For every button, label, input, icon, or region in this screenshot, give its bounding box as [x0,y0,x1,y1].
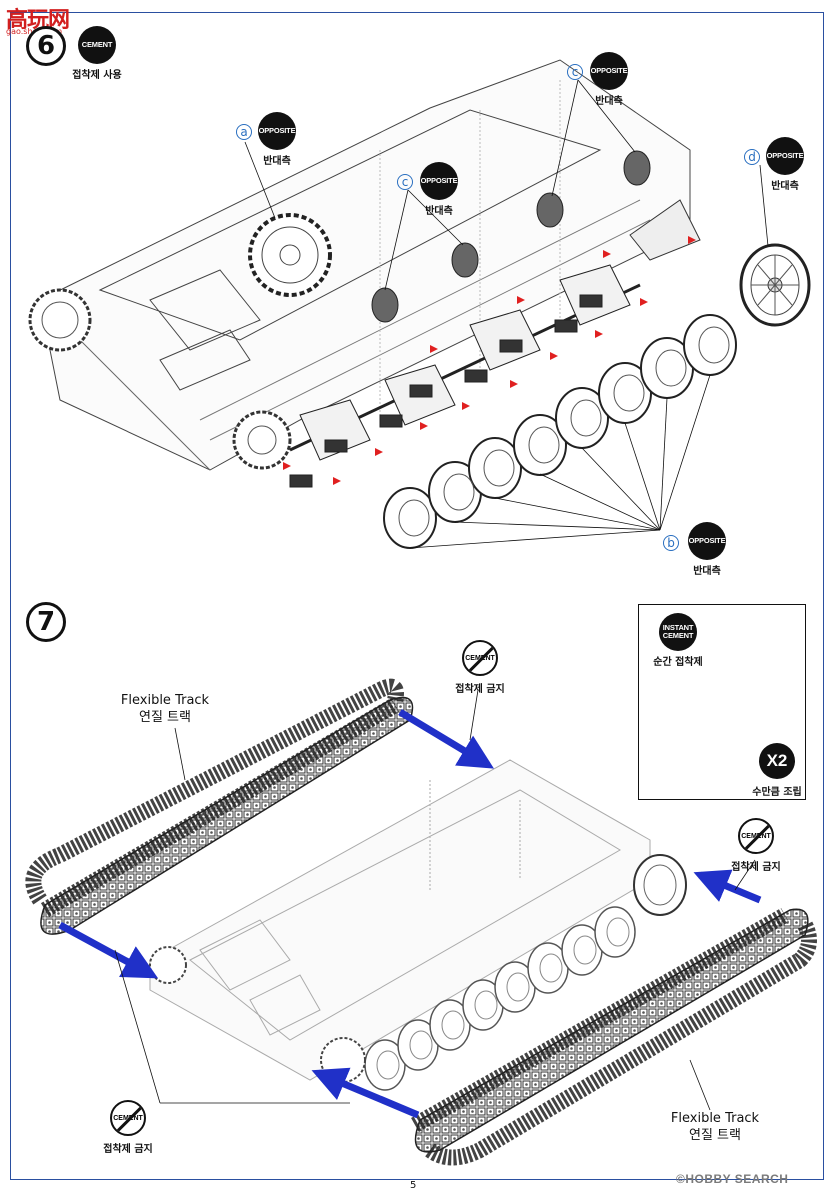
callout-letter-d: d [744,149,760,165]
flexible-track-left [25,678,414,935]
suspension-bogies [289,264,631,488]
instant-cement-caption: 순간 접착제 [653,657,703,668]
flexible-track-right [411,908,817,1166]
callout-letter-c-2: c [567,64,583,80]
track-assembly-detail-box: INSTANT CEMENT 순간 접착제 X2 수만큼 조립 [638,604,806,800]
opposite-badge-c-1: OPPOSITE [420,162,458,200]
opposite-badge-d: OPPOSITE [766,137,804,175]
idler-arm [629,199,701,261]
opposite-badge-a: OPPOSITE [258,112,296,150]
opposite-caption-b: 반대측 [693,566,721,577]
opposite-badge-c-2: OPPOSITE [590,52,628,90]
page-number: 5 [410,1180,417,1191]
flexible-track-left-label: Flexible Track 연질 트랙 [121,692,209,726]
attachment-markers [283,236,696,485]
idler-wheel-d [739,243,811,327]
no-cement-badge-right: CEMENT [738,818,774,854]
step7-road-wheels [149,854,687,1091]
flexible-track-right-label: Flexible Track 연질 트랙 [671,1110,759,1144]
flexible-track-right-line2: 연질 트랙 [689,1128,741,1143]
multiplier-badge: X2 [759,743,795,779]
leader-lines-step6 [244,79,769,549]
callout-letter-b: b [663,535,679,551]
no-cement-caption-bottom: 접착제 금지 [103,1144,153,1155]
no-cement-badge-top: CEMENT [462,640,498,676]
instant-cement-line2: CEMENT [662,631,694,640]
opposite-caption-d: 반대측 [771,181,799,192]
leader-lines-step7 [114,689,756,1111]
flexible-track-right-line1: Flexible Track [670,1111,760,1126]
return-rollers [371,150,651,323]
sprocket-a [248,213,332,297]
blue-arrows [58,709,762,1119]
no-cement-caption-top: 접착제 금지 [455,684,505,695]
drive-sprocket-left [28,288,92,352]
opposite-caption-c-1: 반대측 [425,206,453,217]
callout-letter-a: a [236,124,252,140]
opposite-caption-a: 반대측 [263,156,291,167]
instant-cement-line1: INSTANT [662,623,694,632]
flexible-track-left-line2: 연질 트랙 [139,710,191,725]
step7-number: 7 [26,602,66,642]
no-cement-badge-bottom: CEMENT [110,1100,146,1136]
hull-sprocket [232,410,292,470]
step6-number: 6 [26,26,66,66]
page-frame [10,12,824,1180]
flexible-track-left-line1: Flexible Track [120,693,210,708]
multiplier-caption: 수만큼 조립 [752,787,802,798]
instant-cement-badge: INSTANT CEMENT [659,613,697,651]
cement-badge: CEMENT [78,26,116,64]
no-cement-caption-right: 접착제 금지 [731,862,781,873]
watermark-bottom: ©HOBBY SEARCH [676,1172,789,1186]
cement-caption: 접착제 사용 [72,70,122,81]
road-wheels-b [383,314,737,549]
callout-letter-c-1: c [397,174,413,190]
opposite-badge-b: OPPOSITE [688,522,726,560]
opposite-caption-c-2: 반대측 [595,96,623,107]
